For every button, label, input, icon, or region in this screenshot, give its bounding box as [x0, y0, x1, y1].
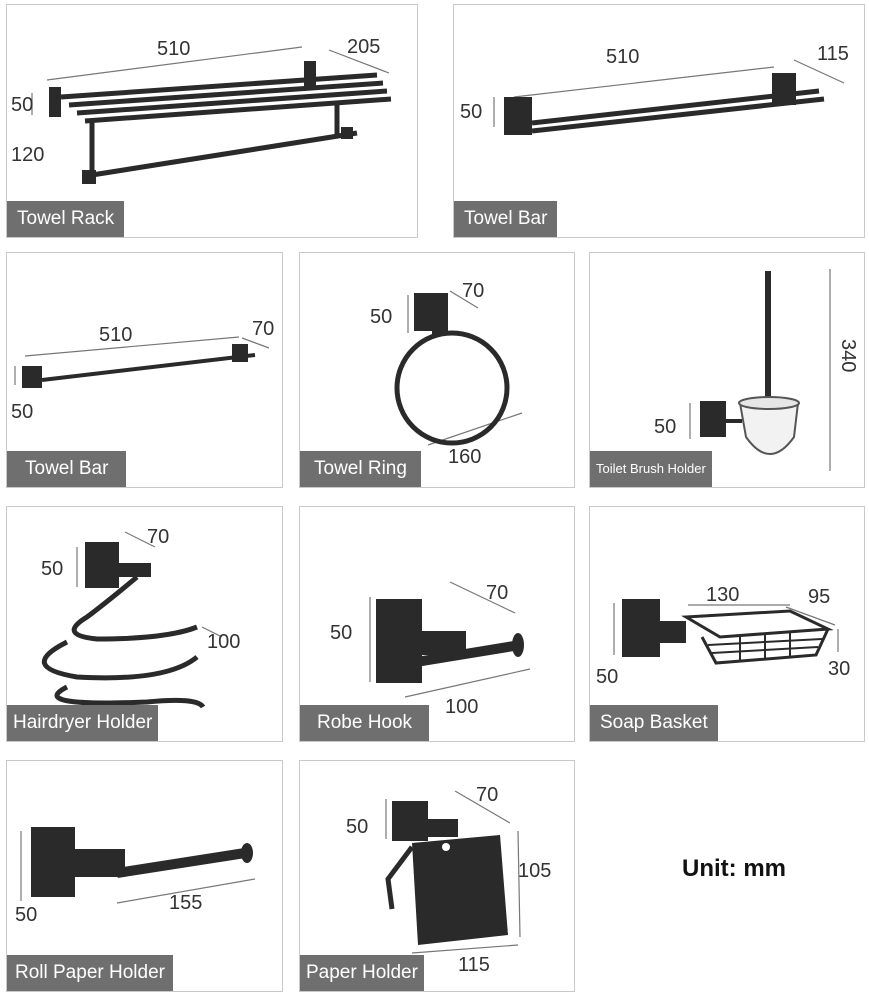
roll-paper-holder-shape [31, 827, 253, 897]
product-label: Soap Basket [590, 705, 718, 741]
dim-depth: 205 [347, 36, 380, 58]
towel-rack-illustration: 510 205 50 120 [11, 36, 392, 184]
product-card-paper-holder: 70 50 105 115 Paper Holder [299, 760, 575, 992]
dim-height: 50 [11, 94, 33, 116]
dimension-lines [613, 603, 839, 655]
product-label: Towel Ring [300, 451, 421, 487]
product-card-roll-paper-holder: 50 155 Roll Paper Holder [6, 760, 283, 992]
product-label: Robe Hook [300, 705, 430, 741]
toilet-brush-shape [700, 271, 800, 455]
dimension-lines [385, 790, 521, 954]
product-label: Towel Bar [7, 451, 127, 487]
dim-depth: 95 [808, 586, 830, 608]
product-card-robe-hook: 70 50 100 Robe Hook [299, 506, 575, 742]
towel-bar-double-illustration: 510 115 50 [460, 43, 849, 135]
dim-width: 115 [458, 954, 490, 976]
towel-ring-illustration: 70 50 160 [370, 280, 523, 468]
product-label: Toilet Brush Holder [590, 451, 712, 487]
dim-length: 155 [169, 892, 202, 914]
dimension-lines [493, 59, 845, 127]
dim-height: 50 [370, 306, 392, 328]
robe-hook-illustration: 70 50 100 [330, 581, 531, 718]
dim-depth: 70 [476, 784, 498, 806]
toilet-brush-holder-illustration: 340 50 [654, 269, 859, 471]
product-card-hairdryer-holder: 70 50 100 Hairdryer Holder [6, 506, 283, 742]
unit-note: Unit: mm [682, 855, 786, 882]
dimension-lines [407, 290, 523, 446]
towel-bar-shape [22, 344, 256, 388]
dim-length: 510 [606, 46, 639, 68]
roll-paper-holder-illustration: 50 155 [15, 827, 256, 926]
dim-height: 50 [346, 816, 368, 838]
dim-depth: 70 [486, 582, 508, 604]
paper-holder-shape [385, 801, 508, 945]
dim-length: 510 [99, 324, 132, 346]
dimension-lines [689, 269, 831, 471]
dim-width: 100 [207, 631, 240, 653]
dimension-lines [14, 336, 270, 385]
product-label: Hairdryer Holder [7, 705, 159, 741]
towel-ring-shape [394, 293, 510, 446]
dim-diameter: 160 [448, 446, 481, 468]
dim-width: 100 [445, 696, 478, 718]
product-card-toilet-brush-holder: 340 50 Toilet Brush Holder [589, 252, 865, 488]
product-card-soap-basket: 130 95 50 30 Soap Basket [589, 506, 865, 742]
soap-basket-shape [622, 599, 834, 665]
paper-holder-illustration: 70 50 105 115 [346, 784, 551, 976]
dim-depth: 70 [462, 280, 484, 302]
product-label: Paper Holder [300, 955, 424, 991]
dim-basket-height: 30 [828, 658, 850, 680]
dim-height: 50 [15, 904, 37, 926]
dim-height: 50 [11, 401, 33, 423]
dim-height: 50 [596, 666, 618, 688]
dim-drop: 120 [11, 144, 44, 166]
towel-rack-shape [49, 61, 392, 184]
dim-depth: 115 [817, 43, 849, 65]
product-card-towel-ring: 70 50 160 Towel Ring [299, 252, 575, 488]
dim-cover-height: 105 [518, 860, 551, 882]
dimension-lines [369, 581, 531, 698]
dim-height: 50 [460, 101, 482, 123]
dim-height: 50 [41, 558, 63, 580]
robe-hook-shape [376, 599, 524, 683]
product-label: Towel Rack [7, 201, 125, 237]
product-card-towel-rack: 510 205 50 120 Towel Rack [6, 4, 418, 238]
dim-depth: 70 [147, 526, 169, 548]
product-label: Roll Paper Holder [7, 955, 173, 991]
hairdryer-holder-illustration: 70 50 100 [41, 526, 240, 709]
towel-bar-shape [504, 73, 825, 135]
dimension-lines [20, 831, 256, 904]
dim-length: 130 [706, 584, 739, 606]
dim-mount-height: 50 [654, 416, 676, 438]
dim-depth: 70 [252, 318, 274, 340]
hairdryer-holder-shape [42, 542, 206, 709]
towel-bar-single-illustration: 510 70 50 [11, 318, 274, 423]
dim-height: 50 [330, 622, 352, 644]
dim-length: 510 [157, 38, 190, 60]
product-card-towel-bar-single: 510 70 50 Towel Bar [6, 252, 283, 488]
product-label: Towel Bar [454, 201, 558, 237]
product-card-towel-bar-double: 510 115 50 Towel Bar [453, 4, 865, 238]
soap-basket-illustration: 130 95 50 30 [596, 584, 850, 688]
dim-height: 340 [837, 339, 859, 372]
dimension-lines [76, 531, 223, 638]
